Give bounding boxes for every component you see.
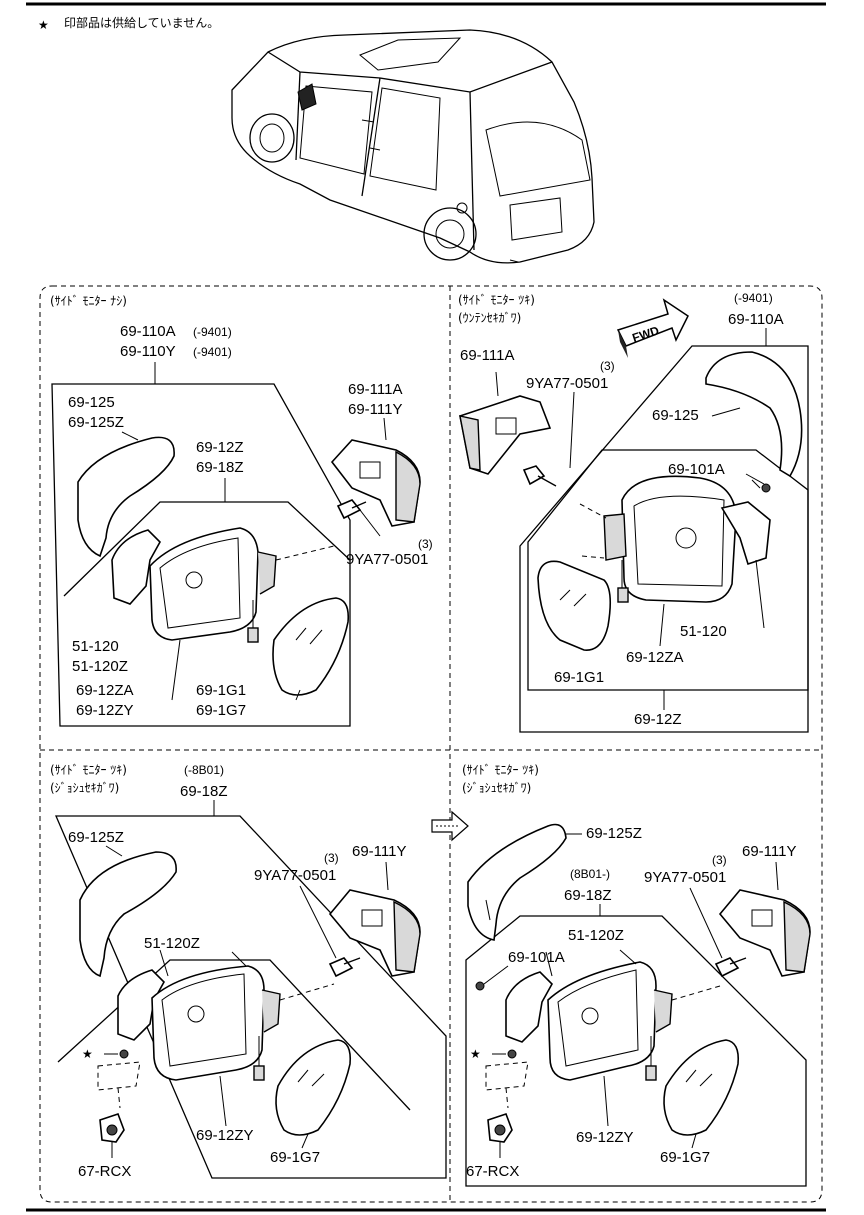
label-69-110Y: 69-110Y [120,343,176,360]
panel-bottom-right: (ｻｲﾄﾞ ﾓﾆﾀｰ ﾂｷ) (ｼﾞｮｼｭｾｷｶﾞﾜ) 69-125Z (8B0… [431,763,811,1187]
label-69-111A: 69-111A [348,381,403,398]
label-51-120Z: 51-120Z [568,927,624,944]
panel-title: (ｻｲﾄﾞ ﾓﾆﾀｰ ﾂｷ) [462,763,539,777]
label-date-range: (-9401) [193,325,232,339]
panel-top-left: (ｻｲﾄﾞ ﾓﾆﾀｰ ﾅｼ) 69-110A (-9401) 69-110Y (… [50,294,433,727]
panel-subtitle: (ｳﾝﾃﾝｾｷｶﾞﾜ) [458,311,521,325]
label-date-range: (-9401) [193,345,232,359]
label-51-120Z: 51-120Z [72,658,128,675]
label-date-range: (8B01-) [570,867,610,881]
label-69-125Z: 69-125Z [68,829,124,846]
label-qty: (3) [324,851,339,865]
label-69-1G1: 69-1G1 [554,669,604,686]
label-69-12ZA: 69-12ZA [76,682,134,699]
label-69-12Z: 69-12Z [634,711,682,728]
label-qty: (3) [418,537,433,551]
label-qty: (3) [600,359,615,373]
label-51-120: 51-120 [72,638,119,655]
label-9YA77-0501: 9YA77-0501 [644,869,726,886]
header-note: 印部品は供給していません。 [64,15,219,30]
label-69-12Z: 69-12Z [196,439,244,456]
panel-top-right: (ｻｲﾄﾞ ﾓﾆﾀｰ ﾂｷ) (ｳﾝﾃﾝｾｷｶﾞﾜ) FWD (-9401) 6… [458,291,809,733]
label-69-1G7: 69-1G7 [196,702,246,719]
label-69-12ZA: 69-12ZA [626,649,684,666]
label-qty: (3) [712,853,727,867]
label-69-12ZY: 69-12ZY [76,702,134,719]
label-date-range: (-9401) [734,291,773,305]
label-69-125Z: 69-125Z [68,414,124,431]
label-69-18Z: 69-18Z [196,459,244,476]
label-69-125Z: 69-125Z [586,825,642,842]
vehicle-illustration [231,29,595,264]
panel-subtitle: (ｼﾞｮｼｭｾｷｶﾞﾜ) [50,781,119,795]
panel-frame [39,285,823,1203]
panel-bottom-left: (ｻｲﾄﾞ ﾓﾆﾀｰ ﾂｷ) (ｼﾞｮｼｭｾｷｶﾞﾜ) (-8B01) 69-1… [50,763,447,1180]
label-69-110A: 69-110A [120,323,176,340]
label-9YA77-0501: 9YA77-0501 [346,551,428,568]
fwd-arrow-icon: FWD [616,298,689,358]
double-arrow-icon [431,810,469,842]
label-9YA77-0501: 9YA77-0501 [526,375,608,392]
label-69-101A: 69-101A [668,461,725,478]
label-69-125: 69-125 [652,407,699,424]
label-69-12ZY: 69-12ZY [196,1127,254,1144]
label-69-1G7: 69-1G7 [660,1149,710,1166]
panel-subtitle: (ｼﾞｮｼｭｾｷｶﾞﾜ) [462,781,531,795]
label-69-111Y: 69-111Y [742,843,797,860]
panel-title: (ｻｲﾄﾞ ﾓﾆﾀｰ ﾅｼ) [50,294,127,308]
label-69-111Y: 69-111Y [348,401,403,418]
label-69-110A: 69-110A [728,311,784,328]
label-69-18Z: 69-18Z [564,887,612,904]
label-69-101A: 69-101A [508,949,565,966]
label-69-18Z: 69-18Z [180,783,228,800]
label-67-RCX: 67-RCX [466,1163,519,1180]
label-51-120: 51-120 [680,623,727,640]
label-69-1G1: 69-1G1 [196,682,246,699]
star-icon: ★ [38,18,49,32]
label-69-12ZY: 69-12ZY [576,1129,634,1146]
label-date-range: (-8B01) [184,763,224,777]
label-69-111Y: 69-111Y [352,843,407,860]
label-69-111A: 69-111A [460,347,515,364]
star-icon: ★ [82,1047,93,1061]
label-69-1G7: 69-1G7 [270,1149,320,1166]
panel-title: (ｻｲﾄﾞ ﾓﾆﾀｰ ﾂｷ) [50,763,127,777]
star-icon: ★ [470,1047,481,1061]
label-51-120Z: 51-120Z [144,935,200,952]
label-69-125: 69-125 [68,394,115,411]
panel-title: (ｻｲﾄﾞ ﾓﾆﾀｰ ﾂｷ) [458,293,535,307]
label-67-RCX: 67-RCX [78,1163,131,1180]
